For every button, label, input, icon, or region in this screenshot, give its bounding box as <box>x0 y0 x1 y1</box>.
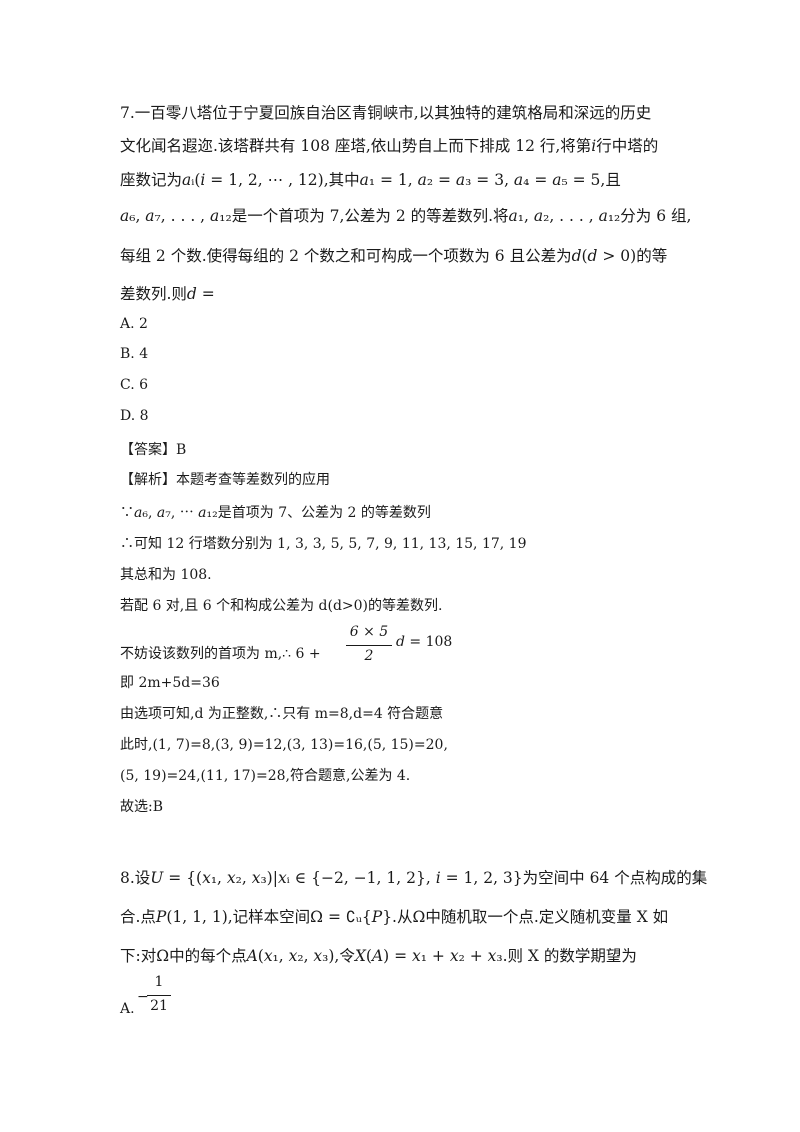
q7-solution-line-7: 由选项可知,d 为正整数,∴只有 m=8,d=4 符合题意 <box>120 706 444 722</box>
q7-line-5: 每组 2 个数.使得每组的 2 个数之和可构成一个项数为 6 且公差为𝑑(𝑑 >… <box>120 247 668 265</box>
q7-line-1: 7.一百零八塔位于宁夏回族自治区青铜峡市,以其独特的建筑格局和深远的历史 <box>120 104 652 122</box>
q7-solution-line-1: ∵𝑎₆, 𝑎₇, ⋯ 𝑎₁₂是首项为 7、公差为 2 的等差数列 <box>120 505 431 521</box>
q7-option-a: A. 2 <box>120 316 148 332</box>
q7-option-b: B. 4 <box>120 346 149 362</box>
option-a-numerator: 1 <box>154 974 164 990</box>
q7-line-4: 𝑎₆, 𝑎₇, . . . , 𝑎₁₂是一个首项为 7,公差为 2 的等差数列.… <box>120 207 692 225</box>
q7-solution-line-3: 其总和为 108. <box>120 567 212 583</box>
q7-option-d: D. 8 <box>120 408 149 424</box>
q7-solution-line-5-prefix: 不妨设该数列的首项为 m,∴ 6 + <box>120 646 321 662</box>
q7-solution-line-10: 故选:B <box>120 799 164 815</box>
q7-solution-line-5-suffix: 𝑑 = 108 <box>396 634 453 650</box>
q7-solution-line-9: (5, 19)=24,(11, 17)=28,符合题意,公差为 4. <box>120 768 411 784</box>
q7-solution-line-8: 此时,(1, 7)=8,(3, 9)=12,(3, 13)=16,(5, 15)… <box>120 737 448 753</box>
q7-line-6: 差数列.则𝑑 = <box>120 285 215 303</box>
fraction-denominator: 2 <box>364 648 374 664</box>
fraction-numerator: 6 × 5 <box>349 624 389 640</box>
option-a-denominator: 21 <box>150 998 168 1014</box>
q7-solution-line-6: 即 2m+5d=36 <box>120 675 220 691</box>
q7-analysis-heading: 【解析】本题考查等差数列的应用 <box>120 472 330 488</box>
q8-option-a-sign: − <box>137 989 149 1005</box>
q7-line-2: 文化闻名遐迩.该塔群共有 108 座塔,依山势自上而下排成 12 行,将第𝑖行中… <box>120 137 659 155</box>
q8-line-3: 下:对Ω中的每个点𝐴(𝑥₁, 𝑥₂, 𝑥₃),令𝑋(𝐴) = 𝑥₁ + 𝑥₂ +… <box>120 947 637 965</box>
q7-answer: 【答案】B <box>120 442 187 458</box>
q8-line-1: 8.设𝑈 = {(𝑥₁, 𝑥₂, 𝑥₃)|𝑥ᵢ ∈ {−2, −1, 1, 2}… <box>120 869 708 887</box>
q7-line-3: 座数记为𝑎ᵢ(𝑖 = 1, 2, ⋯ , 12),其中𝑎₁ = 1, 𝑎₂ = … <box>120 171 621 189</box>
q7-solution-line-4: 若配 6 对,且 6 个和构成公差为 d(d>0)的等差数列. <box>120 598 443 614</box>
option-a-fraction-bar <box>147 995 171 996</box>
q7-solution-line-2: ∴可知 12 行塔数分别为 1, 3, 3, 5, 5, 7, 9, 11, 1… <box>120 536 527 552</box>
fraction-bar <box>346 645 392 646</box>
q8-option-a-label: A. <box>120 1001 135 1017</box>
q7-option-c: C. 6 <box>120 377 149 393</box>
q8-line-2: 合.点𝑃(1, 1, 1),记样本空间Ω = ∁ᵤ{𝑃}.从Ω中随机取一个点.定… <box>120 908 669 926</box>
